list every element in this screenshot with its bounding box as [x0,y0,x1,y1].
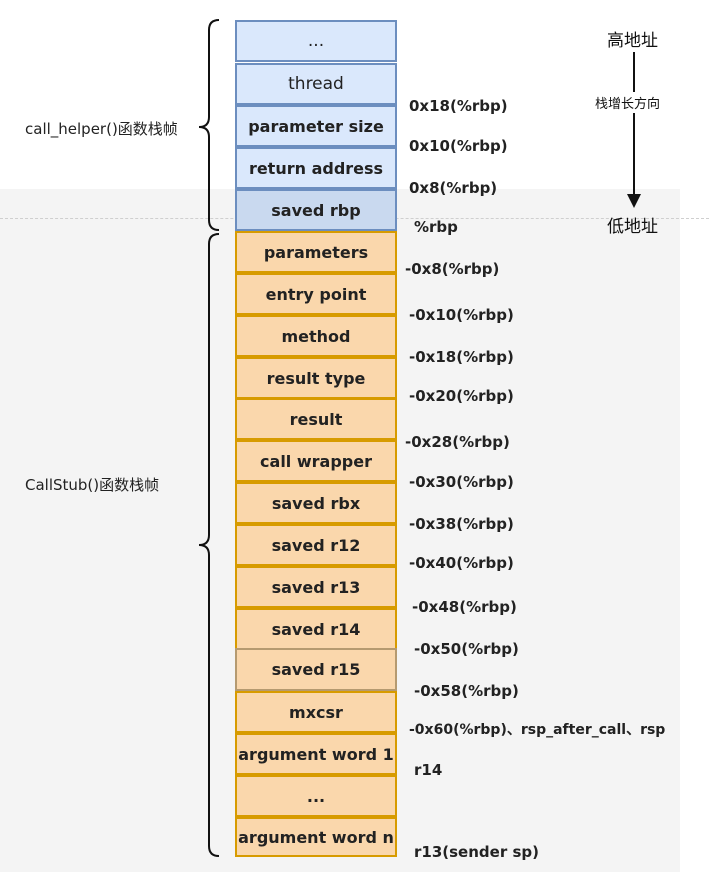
offset-label: -0x60(%rbp)、rsp_after_call、rsp [409,722,666,738]
high-address-label: 高地址 [607,31,658,51]
stack-cell-parameter-size: parameter size [235,105,397,147]
callstub-frame-label: CallStub()函数栈帧 [25,476,160,494]
offset-label: -0x28(%rbp) [405,433,510,451]
callstub-brace [198,233,220,857]
stack-cell-saved-rbp: saved rbp [235,189,397,231]
offset-label: -0x58(%rbp) [414,682,519,700]
stack-cell-argument-word-1: argument word 1 [235,733,397,775]
stack-cell-saved-r13: saved r13 [235,566,397,608]
offset-label: -0x48(%rbp) [412,598,517,616]
stack-cell-result: result [235,398,397,440]
offset-label: r13(sender sp) [414,843,539,861]
stack-cell-argument-word-n: argument word n [235,817,397,857]
offset-label: -0x40(%rbp) [409,554,514,572]
offset-label: %rbp [414,218,458,236]
stack-cell-mxcsr: mxcsr [235,691,397,733]
stack-cell-result-type: result type [235,357,397,399]
offset-label: -0x10(%rbp) [409,306,514,324]
offset-label: -0x20(%rbp) [409,387,514,405]
call-helper-frame-label: call_helper()函数栈帧 [25,120,178,138]
stack-cell-parameters: parameters [235,231,397,273]
stack-cell-saved-r12: saved r12 [235,524,397,566]
stack-cell-method: method [235,315,397,357]
call-helper-brace [198,19,220,231]
growth-arrow-head [627,194,641,208]
stack-cell-saved-rbx: saved rbx [235,482,397,524]
offset-label: r14 [414,761,443,779]
offset-label: 0x8(%rbp) [409,179,498,197]
growth-direction-label: 栈增长方向 [595,92,661,113]
offset-label: -0x18(%rbp) [409,348,514,366]
stack-cell-thread: thread [235,63,397,105]
stack-cell-call-wrapper: call wrapper [235,440,397,482]
stack-cell-return-address: return address [235,147,397,189]
offset-label: 0x10(%rbp) [409,137,508,155]
stack-cell-saved-r15: saved r15 [235,648,397,691]
offset-label: 0x18(%rbp) [409,97,508,115]
stack-cell-saved-r14: saved r14 [235,608,397,650]
offset-label: -0x8(%rbp) [405,260,500,278]
stack-cell-ellipsis-bottom: ... [235,775,397,817]
stack-cell-ellipsis-top: ... [235,20,397,62]
low-address-label: 低地址 [607,217,658,237]
offset-label: -0x38(%rbp) [409,515,514,533]
offset-label: -0x50(%rbp) [414,640,519,658]
stack-cell-entry-point: entry point [235,273,397,315]
offset-label: -0x30(%rbp) [409,473,514,491]
